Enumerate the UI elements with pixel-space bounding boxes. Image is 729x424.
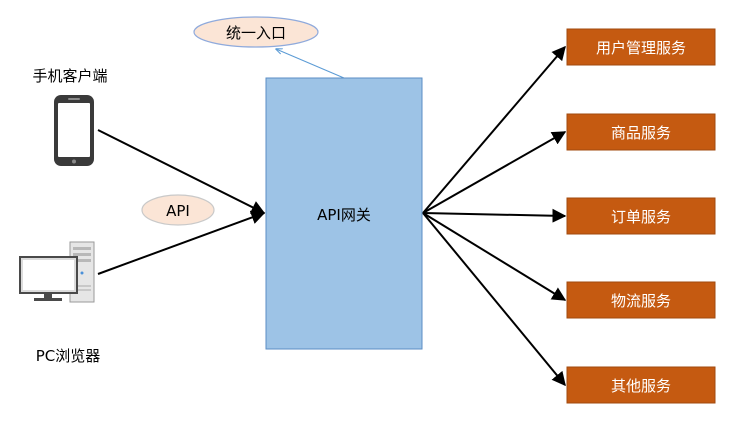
api-gateway-box [265,77,423,350]
service-user-management: 用户管理服务 [566,28,716,66]
desktop-computer-icon [19,241,95,303]
arrow-gateway-to-service-1 [422,45,566,214]
service-box [566,197,716,235]
entry-tag: 统一入口 [193,16,319,48]
arrow-gateway-to-service-2 [422,131,567,214]
service-product: 商品服务 [566,113,716,151]
arrow-pc-to-gateway [97,210,266,275]
entry-arrow [276,49,345,79]
arrow-gateway-to-service-3 [422,208,567,223]
arrow-gateway-to-service-4 [422,212,567,301]
api-gateway: API网关 [265,77,423,350]
api-gateway-label: API网关 [317,206,371,224]
service-order: 订单服务 [566,197,716,235]
api-tag-label: API [166,202,190,220]
entry-tag-label: 统一入口 [226,24,286,42]
service-label: 物流服务 [611,292,671,310]
service-label: 商品服务 [611,124,671,142]
smartphone-icon [54,95,94,166]
api-tag: API [141,194,215,226]
service-box [566,113,716,151]
service-logistics: 物流服务 [566,281,716,319]
service-box [566,28,716,66]
service-label: 用户管理服务 [596,39,686,57]
client-pc-label: PC浏览器 [36,347,101,365]
client-mobile: 手机客户端 [32,67,108,166]
api-tag-ellipse [141,194,215,226]
entry-tag-ellipse [193,16,319,48]
arrow-mobile-to-gateway [97,129,266,214]
service-box [566,366,716,404]
client-mobile-label: 手机客户端 [32,67,107,85]
client-pc: PC浏览器 [19,241,101,365]
service-label: 其他服务 [611,377,671,395]
service-other: 其他服务 [566,366,716,404]
service-box [566,281,716,319]
arrow-gateway-to-service-5 [422,212,566,387]
service-label: 订单服务 [611,208,671,226]
